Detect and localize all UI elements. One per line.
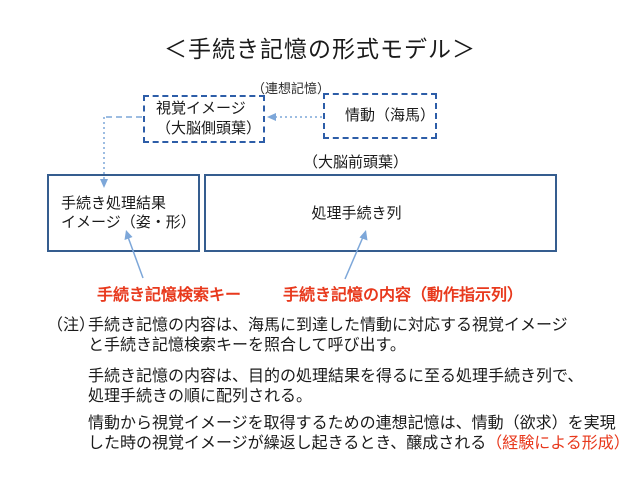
procedure-result-line2: イメージ（姿・形） [61,214,196,231]
assoc-memory-label: （連想記憶） [252,81,331,96]
procedure-result-line1: 手続き処理結果 [61,195,167,212]
procedure-sequence-label: 処理手続き列 [311,204,402,222]
frontal-lobe-label: （大脳前頭葉） [303,154,409,171]
notes-block: （注） 手続き記憶の内容は、海馬に到達した情動に対応する視覚イメージ と手続き記… [47,316,630,454]
note-p1-line1: 手続き記憶の内容は、海馬に到達した情動に対応する視覚イメージ [88,317,568,334]
note-p3-line2-black: した時の視覚イメージが繰返し起きるとき、醸成される [88,435,487,452]
emotion-box: 情動（海馬） [323,93,437,139]
procedure-sequence-cell: 処理手続き列 [204,174,557,252]
note-paragraph-3: 情動から視覚イメージを取得するための連想記憶は、情動（欲求）を実現 した時の視覚… [88,414,630,454]
visual-image-box-line1: 視覚イメージ [156,100,246,117]
note-p3-line1: 情動から視覚イメージを取得するための連想記憶は、情動（欲求）を実現 [88,415,616,432]
note-p2-line1: 手続き記憶の内容は、目的の処理結果を得るに至る処理手続き列で、 [88,368,584,385]
content-label: 手続き記憶の内容（動作指示列） [283,287,524,304]
page-title: ＜手続き記憶の形式モデル＞ [164,36,476,62]
note-paragraph-1: （注） 手続き記憶の内容は、海馬に到達した情動に対応する視覚イメージ と手続き記… [47,316,622,356]
emotion-box-label: 情動（海馬） [345,107,436,124]
note-p3-line2-red: （経験による形成） [486,435,630,452]
note-paragraph-2: 手続き記憶の内容は、目的の処理結果を得るに至る処理手続き列で、 処理手続きの順に… [88,367,622,407]
search-key-label: 手続き記憶検索キー [97,287,242,304]
note-marker: （注） [47,317,96,334]
procedure-result-cell: 手続き処理結果 イメージ（姿・形） [47,174,200,252]
visual-image-box: 視覚イメージ （大脳側頭葉） [143,95,265,143]
note-p2-line2: 処理手続きの順に配列される。 [88,388,313,405]
visual-image-box-line2: （大脳側頭葉） [156,120,262,137]
note-p1-line2: と手続き記憶検索キーを照合して呼び出す。 [88,337,406,354]
emotion-to-visual-arrow [267,113,322,121]
note-p3-line2: した時の視覚イメージが繰返し起きるとき、醸成される（経験による形成） [88,434,630,454]
